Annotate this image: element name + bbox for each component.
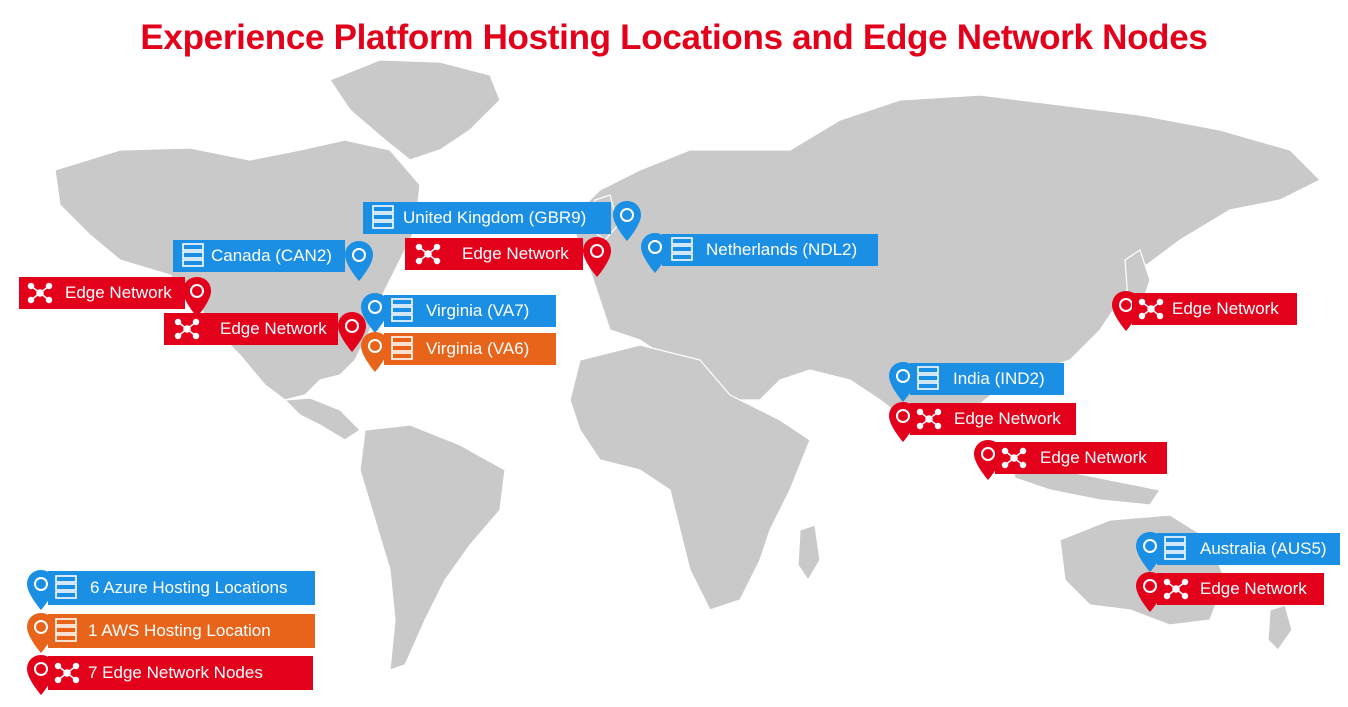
location-label-va6[interactable]: Virginia (VA6) xyxy=(384,333,556,365)
server-icon xyxy=(372,205,394,229)
map-pin-icon[interactable] xyxy=(360,331,390,373)
location-name: United Kingdom (GBR9) xyxy=(403,208,587,227)
edge-label-india[interactable]: Edge Network xyxy=(910,403,1076,435)
legend-text: 6 Azure Hosting Locations xyxy=(90,578,288,597)
map-pin-icon[interactable] xyxy=(582,236,612,278)
south-america xyxy=(359,424,506,671)
location-name: India (IND2) xyxy=(953,369,1045,388)
new-zealand xyxy=(1267,604,1293,651)
server-icon xyxy=(1164,536,1186,560)
africa xyxy=(569,344,811,611)
location-label-gbr9[interactable]: United Kingdom (GBR9) xyxy=(363,202,611,234)
page-title: Experience Platform Hosting Locations an… xyxy=(140,18,1208,57)
network-hub-icon xyxy=(916,408,942,430)
location-name: Virginia (VA6) xyxy=(426,339,530,358)
server-icon xyxy=(55,575,77,599)
map-pin-icon[interactable] xyxy=(344,240,374,282)
network-hub-icon xyxy=(27,282,53,304)
edge-label-australia[interactable]: Edge Network xyxy=(1157,573,1324,605)
location-label-va7[interactable]: Virginia (VA7) xyxy=(384,295,556,327)
greenland xyxy=(329,59,501,161)
edge-name: Edge Network xyxy=(954,409,1061,428)
location-label-aus5[interactable]: Australia (AUS5) xyxy=(1157,533,1340,565)
network-hub-icon xyxy=(415,243,441,265)
edge-label-japan[interactable]: Edge Network xyxy=(1132,293,1297,325)
edge-label-singapore[interactable]: Edge Network xyxy=(995,442,1167,474)
location-label-ind2[interactable]: India (IND2) xyxy=(910,363,1064,395)
map-pin-icon[interactable] xyxy=(337,311,367,353)
edge-name: Edge Network xyxy=(1200,579,1307,598)
server-icon xyxy=(182,243,204,267)
edge-name: Edge Network xyxy=(1172,299,1279,318)
map-pin-icon[interactable] xyxy=(182,276,212,318)
legend-edge: 7 Edge Network Nodes xyxy=(48,656,313,690)
legend-aws: 1 AWS Hosting Location xyxy=(48,614,315,648)
central-america xyxy=(283,397,361,441)
location-label-ndl2[interactable]: Netherlands (NDL2) xyxy=(662,234,878,266)
server-icon xyxy=(391,298,413,322)
edge-name: Edge Network xyxy=(65,283,172,302)
legend-azure: 6 Azure Hosting Locations xyxy=(48,571,315,605)
location-name: Netherlands (NDL2) xyxy=(706,240,858,259)
network-hub-icon xyxy=(174,318,200,340)
location-label-can2[interactable]: Canada (CAN2) xyxy=(173,240,345,272)
madagascar xyxy=(797,524,821,582)
edge-label-us-west[interactable]: Edge Network xyxy=(19,277,185,309)
location-name: Canada (CAN2) xyxy=(211,246,332,265)
network-hub-icon xyxy=(1163,578,1189,600)
network-hub-icon xyxy=(1138,298,1164,320)
map-pin-icon[interactable] xyxy=(612,200,642,242)
server-icon xyxy=(391,336,413,360)
edge-label-us-east[interactable]: Edge Network xyxy=(164,313,338,345)
edge-name: Edge Network xyxy=(462,244,569,263)
edge-label-london[interactable]: Edge Network xyxy=(405,238,583,270)
legend-text: 1 AWS Hosting Location xyxy=(88,621,271,640)
network-hub-icon xyxy=(1001,447,1027,469)
server-icon xyxy=(917,366,939,390)
server-icon xyxy=(671,237,693,261)
map-pin-icon[interactable] xyxy=(360,292,390,334)
legend-text: 7 Edge Network Nodes xyxy=(88,663,263,682)
location-name: Virginia (VA7) xyxy=(426,301,530,320)
edge-name: Edge Network xyxy=(1040,448,1147,467)
location-name: Australia (AUS5) xyxy=(1200,539,1327,558)
server-icon xyxy=(55,618,77,642)
network-hub-icon xyxy=(54,662,80,684)
edge-name: Edge Network xyxy=(220,319,327,338)
